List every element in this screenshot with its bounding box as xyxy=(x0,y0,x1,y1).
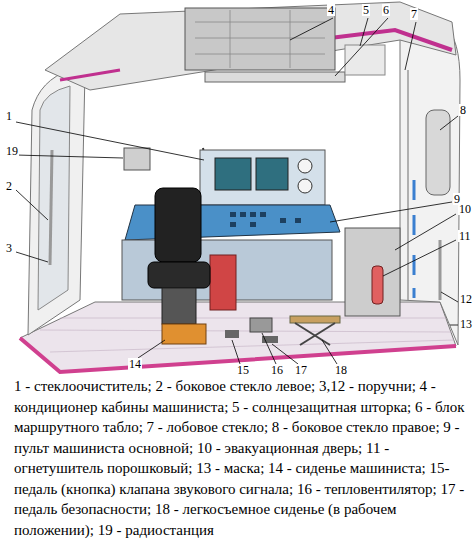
windshield-frame xyxy=(407,70,409,300)
callout-number: 17 xyxy=(294,364,308,376)
callout-number: 16 xyxy=(270,364,284,376)
heater-panel xyxy=(210,255,236,310)
callout-number: 7 xyxy=(410,8,418,20)
callout-number: 19 xyxy=(5,145,19,157)
screen xyxy=(256,158,288,190)
radio-station xyxy=(124,148,150,170)
left-wall xyxy=(28,70,85,335)
horn-pedal xyxy=(225,330,239,338)
sun-blind xyxy=(345,45,385,75)
handrail xyxy=(50,150,52,265)
callout-number: 12 xyxy=(459,293,473,305)
gauge xyxy=(298,159,312,173)
callout-number: 2 xyxy=(5,180,13,192)
callout-number: 18 xyxy=(334,364,348,376)
callout-number: 1 xyxy=(5,110,13,122)
fan-heater xyxy=(250,318,272,332)
seat-stand xyxy=(162,324,206,344)
seat-base xyxy=(162,288,196,324)
callout-number: 10 xyxy=(458,203,472,215)
gauge xyxy=(298,179,312,193)
callout-number: 3 xyxy=(5,242,13,254)
fire-extinguisher xyxy=(372,266,383,304)
callout-number: 13 xyxy=(459,318,473,330)
callout-number: 5 xyxy=(362,4,370,16)
callout-number: 15 xyxy=(236,364,250,376)
safety-pedal xyxy=(262,336,278,343)
callout-number: 11 xyxy=(458,230,472,242)
handrail xyxy=(439,240,442,300)
roof xyxy=(45,2,456,90)
driver-seat-cushion xyxy=(148,262,210,288)
screen xyxy=(215,158,251,190)
callout-number: 14 xyxy=(128,358,142,370)
callout-number: 4 xyxy=(327,4,335,16)
callout-number: 6 xyxy=(382,4,390,16)
air-conditioner-detail xyxy=(195,10,325,68)
route-display xyxy=(205,72,345,82)
roof-stripe xyxy=(60,70,120,80)
right-wall xyxy=(400,25,460,345)
folding-seat-legs xyxy=(295,323,335,345)
right-side-window xyxy=(426,110,450,195)
caption: 1 - стеклоочиститель; 2 - боковое стекло… xyxy=(14,376,466,540)
driver-seat-back xyxy=(155,188,201,262)
floor-grid xyxy=(40,318,454,352)
console-panel xyxy=(200,150,325,205)
callout-number: 8 xyxy=(459,104,467,116)
leader-lines xyxy=(16,18,458,364)
air-conditioner xyxy=(185,8,335,70)
folding-seat xyxy=(290,316,340,323)
console-buttons xyxy=(230,212,301,227)
left-side-window xyxy=(38,86,70,310)
